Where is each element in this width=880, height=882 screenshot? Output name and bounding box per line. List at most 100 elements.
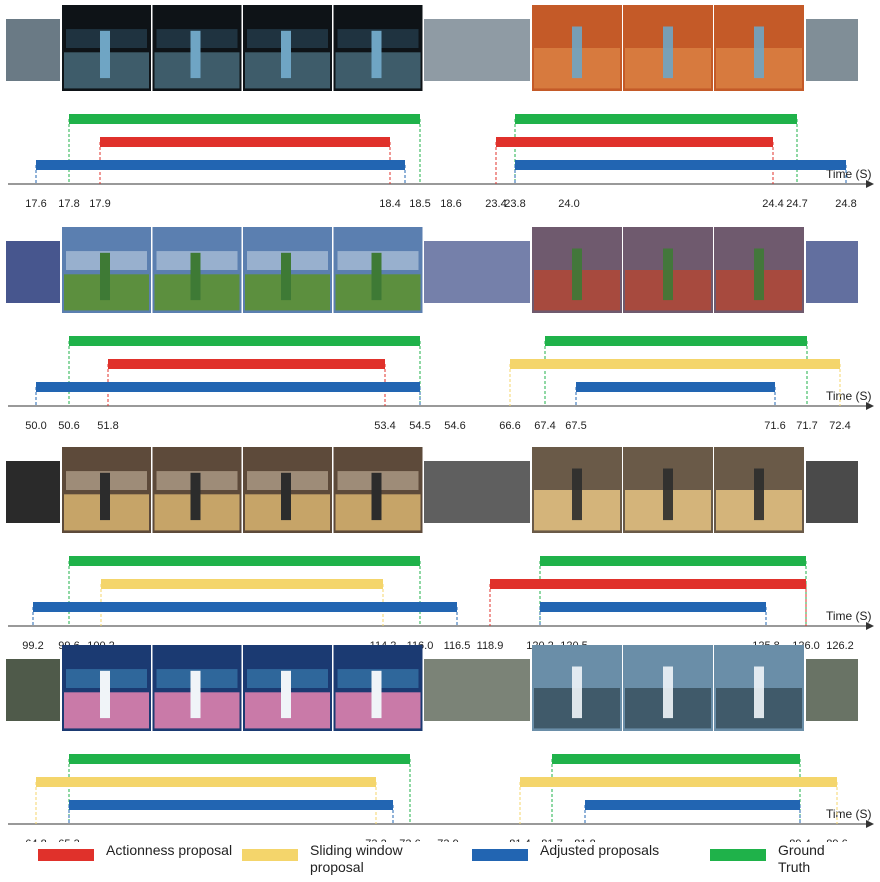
segment-bar-adjusted — [69, 800, 393, 810]
legend-item-actionness: Actionness proposal — [38, 842, 256, 861]
tick-label: 73.6 — [399, 838, 420, 842]
tick-label: 67.5 — [565, 420, 586, 432]
legend-item-adjusted: Adjusted proposals — [472, 842, 700, 861]
axis-arrowhead — [866, 180, 874, 188]
axis-arrowhead — [866, 820, 874, 828]
legend: Actionness proposal Sliding window propo… — [0, 842, 880, 882]
tick-label: 71.6 — [764, 420, 785, 432]
tick-label: 126.2 — [826, 640, 854, 652]
video-frame-strip — [6, 227, 858, 313]
frame-subject — [371, 30, 382, 79]
legend-swatch-adjusted — [472, 849, 528, 861]
context-frame — [424, 241, 530, 303]
frame-subject — [190, 252, 201, 301]
context-frame — [806, 241, 858, 303]
context-frame — [6, 241, 60, 303]
tick-label: 51.8 — [97, 420, 118, 432]
context-frame — [6, 659, 60, 721]
frame-subject — [190, 472, 201, 521]
context-frame — [424, 19, 530, 81]
tick-label: 73.9 — [437, 838, 458, 842]
frame-subject — [100, 670, 110, 719]
legend-label-actionness: Actionness proposal — [106, 842, 233, 858]
segment-bar-sliding — [36, 777, 376, 787]
frame-subject — [663, 666, 673, 719]
tick-label: 17.9 — [89, 198, 110, 210]
frame-subject — [100, 252, 110, 301]
video-frame-strip — [6, 5, 858, 91]
legend-label-adjusted: Adjusted proposals — [540, 842, 660, 858]
segment-bar-groundtruth — [69, 336, 420, 346]
segment-bar-sliding — [520, 777, 837, 787]
legend-item-groundtruth: Ground Truth — [710, 842, 848, 876]
tick-label: 18.4 — [379, 198, 400, 210]
tick-label: 71.7 — [796, 420, 817, 432]
frame-subject — [371, 252, 382, 301]
segment-bar-groundtruth — [552, 754, 800, 764]
segment-bar-adjusted — [515, 160, 846, 170]
frame-subject — [100, 30, 110, 79]
segment-bar-adjusted — [540, 602, 766, 612]
frame-subject — [100, 472, 110, 521]
tick-label: 18.5 — [409, 198, 430, 210]
frame-subject — [754, 666, 764, 719]
frame-subject — [281, 472, 291, 521]
tick-label: 50.6 — [58, 420, 79, 432]
tick-label: 54.6 — [444, 420, 465, 432]
tick-label: 64.8 — [25, 838, 46, 842]
legend-swatch-actionness — [38, 849, 94, 861]
segment-bar-adjusted — [36, 160, 405, 170]
tick-label: 66.6 — [499, 420, 520, 432]
tick-label: 23.4 — [485, 198, 506, 210]
frame-subject — [572, 468, 582, 521]
frame-subject — [281, 252, 291, 301]
tick-label: 54.5 — [409, 420, 430, 432]
context-frame — [424, 461, 530, 523]
segment-bar-groundtruth — [540, 556, 806, 566]
frame-subject — [663, 248, 673, 301]
segment-bar-adjusted — [585, 800, 800, 810]
video-frame-strip — [6, 645, 858, 731]
frame-subject — [572, 26, 582, 79]
tick-label: 50.0 — [25, 420, 46, 432]
axis-label: Time (S) — [826, 389, 872, 403]
context-frame — [806, 461, 858, 523]
frame-subject — [754, 26, 764, 79]
tick-label: 67.4 — [534, 420, 555, 432]
tick-label: 18.6 — [440, 198, 461, 210]
tick-label: 81.7 — [541, 838, 562, 842]
tick-label: 24.4 — [762, 198, 783, 210]
axis-label: Time (S) — [826, 167, 872, 181]
tick-label: 118.9 — [477, 640, 504, 652]
segment-bar-groundtruth — [515, 114, 797, 124]
frame-subject — [371, 670, 382, 719]
frame-subject — [754, 468, 764, 521]
video-frame-strip — [6, 447, 858, 533]
context-frame — [424, 659, 530, 721]
axis-label: Time (S) — [826, 609, 872, 623]
segment-bar-groundtruth — [69, 754, 410, 764]
tick-label: 116.5 — [444, 640, 471, 652]
axis-label: Time (S) — [826, 807, 872, 821]
tick-label: 89.6 — [826, 838, 847, 842]
axis-arrowhead — [866, 622, 874, 630]
segment-bar-groundtruth — [69, 114, 420, 124]
timeline-row: Time (S)99.299.6100.2114.2116.0116.5118.… — [8, 556, 874, 652]
legend-label-groundtruth: Ground Truth — [778, 842, 825, 875]
tick-label: 17.6 — [25, 198, 46, 210]
legend-swatch-groundtruth — [710, 849, 766, 861]
frame-subject — [572, 248, 582, 301]
tick-label: 73.2 — [365, 838, 386, 842]
tick-label: 81.8 — [574, 838, 595, 842]
context-frame — [6, 19, 60, 81]
frame-subject — [190, 670, 201, 719]
frame-subject — [572, 666, 582, 719]
frame-subject — [190, 30, 201, 79]
segment-bar-adjusted — [33, 602, 457, 612]
tick-label: 23.8 — [504, 198, 525, 210]
context-frame — [806, 659, 858, 721]
tick-label: 99.2 — [22, 640, 43, 652]
frame-subject — [281, 670, 291, 719]
